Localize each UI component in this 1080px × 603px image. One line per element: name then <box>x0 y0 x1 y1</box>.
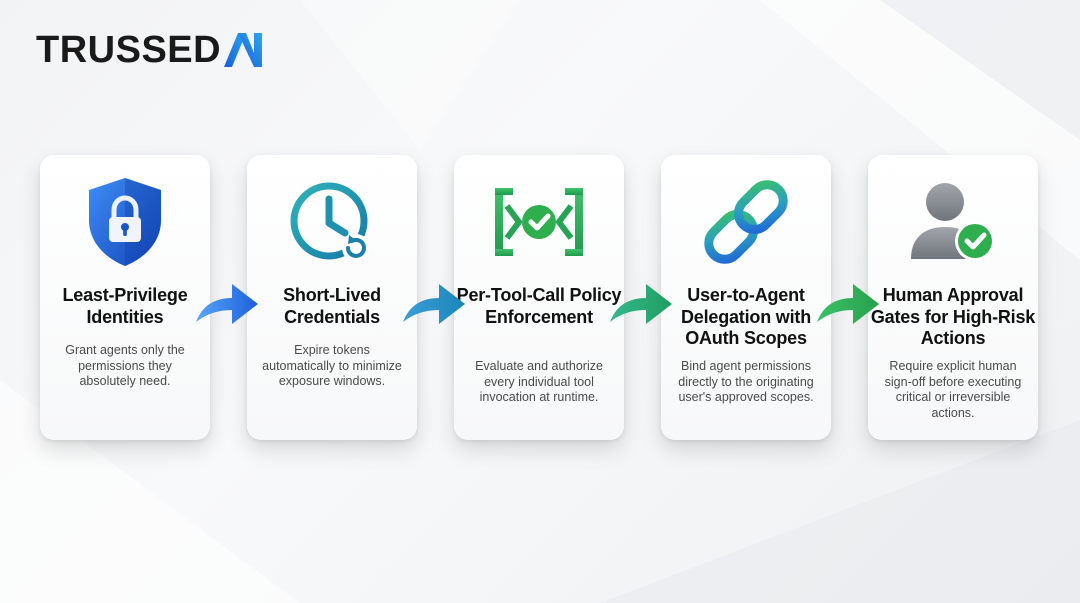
step-card-short-lived: Short-Lived Credentials Expire tokens au… <box>247 155 417 440</box>
checkpoint-icon <box>495 188 583 256</box>
flow-arrow-4 <box>817 284 879 324</box>
brand-mark-icon <box>224 33 263 67</box>
step-description: Require explicit human sign-off before e… <box>884 359 1022 420</box>
brand-logo: TRUSSED <box>36 28 263 72</box>
flow-arrow-3 <box>610 284 672 324</box>
flow-arrow-1 <box>196 284 258 324</box>
step-description: Bind agent permissions directly to the o… <box>678 359 814 404</box>
brand-name: TRUSSED <box>36 28 222 71</box>
step-title: User-to-Agent Delegation with OAuth Scop… <box>680 285 811 348</box>
clock-refresh-icon <box>290 182 370 262</box>
step-title: Per-Tool-Call Policy Enforcement <box>456 285 622 327</box>
step-description: Evaluate and authorize every individual … <box>475 359 603 404</box>
step-description: Grant agents only the permissions they a… <box>65 343 185 388</box>
step-card-per-tool-call: Per-Tool-Call Policy Enforcement Evaluat… <box>454 155 624 440</box>
flow-arrow-2 <box>403 284 465 324</box>
step-card-least-privilege: Least-Privilege Identities Grant agents … <box>40 155 210 440</box>
user-check-icon <box>911 183 995 261</box>
step-card-delegation: User-to-Agent Delegation with OAuth Scop… <box>661 155 831 440</box>
step-title: Least-Privilege Identities <box>62 285 188 327</box>
step-card-human-approval: Human Approval Gates for High-Risk Actio… <box>868 155 1038 440</box>
shield-lock-icon <box>89 178 161 266</box>
step-description: Expire tokens automatically to minimize … <box>262 343 402 388</box>
chain-link-icon <box>704 180 788 264</box>
step-title: Human Approval Gates for High-Risk Actio… <box>870 285 1036 348</box>
step-title: Short-Lived Credentials <box>283 285 381 327</box>
